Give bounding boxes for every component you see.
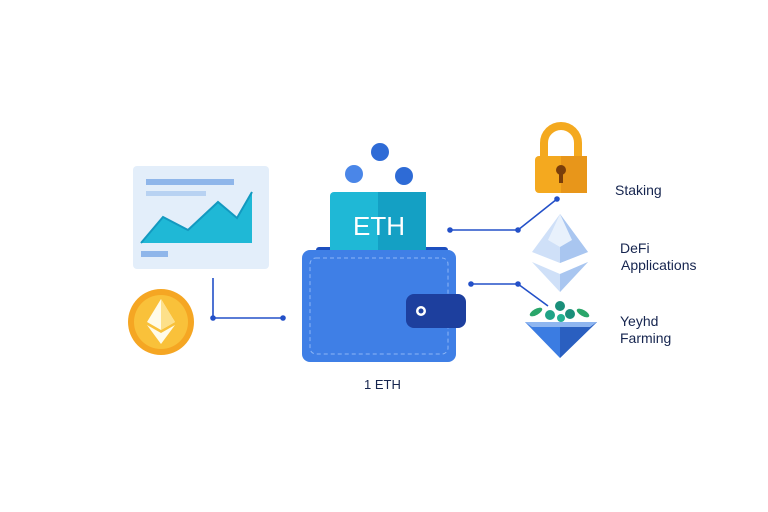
connector-dots: [210, 196, 560, 321]
line-chart-icon: [133, 166, 269, 269]
wallet-amount-label: 1 ETH: [364, 377, 401, 392]
connector-wallet-farming: [471, 283, 549, 307]
ethereum-crystal-icon: [532, 214, 588, 292]
farming-label-line1: Yeyhd: [620, 313, 659, 329]
defi-label-line2: Applications: [621, 257, 697, 273]
eth-card-label: ETH: [353, 211, 405, 241]
farming-label-line2: Farming: [620, 330, 672, 346]
connector-wallet-staking: [450, 198, 558, 231]
staking-label: Staking: [615, 182, 662, 198]
ethereum-coin-icon: [128, 289, 194, 355]
padlock-icon: [535, 122, 587, 193]
token-dots: [345, 143, 413, 185]
wallet-icon: [302, 192, 466, 362]
defi-label-line1: DeFi: [620, 240, 650, 256]
yield-funnel-icon: [525, 301, 597, 358]
connector-coin-wallet: [212, 278, 283, 319]
